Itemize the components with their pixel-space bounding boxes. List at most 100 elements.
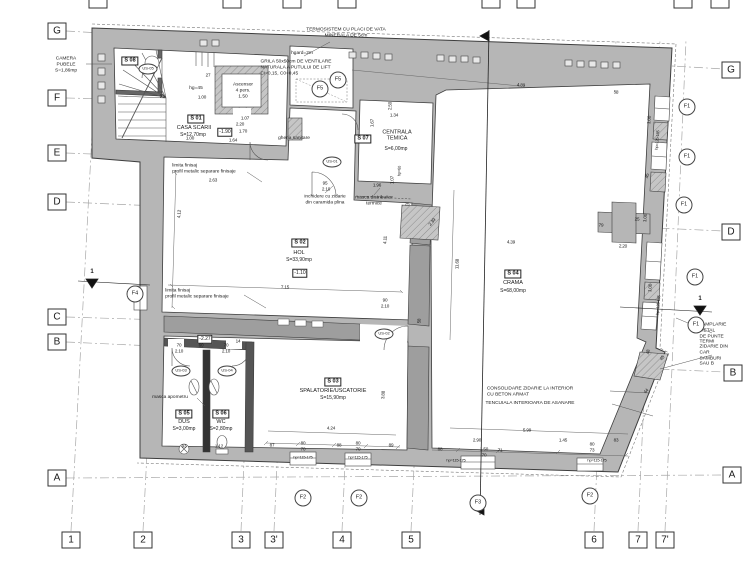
dimension-31: 60 xyxy=(198,342,204,348)
grid-marker-top-7 xyxy=(710,0,730,9)
grid-marker-3: 3 xyxy=(231,531,251,549)
room-id-S03: S 03 xyxy=(324,377,342,387)
room-id-S05: S 05 xyxy=(175,409,193,419)
dimension-14: 1.00 xyxy=(197,94,207,100)
dimension-2: 4.39 xyxy=(506,239,516,245)
dimension-58: hp=115-175 xyxy=(587,457,607,463)
window-tag-F1: F1 xyxy=(675,196,693,214)
room-name-S07: CENTRALA TEMICA xyxy=(382,129,412,142)
dimension-68: 1.00 xyxy=(647,283,653,293)
dimension-3: 2.20 xyxy=(618,243,628,249)
room-name-S06: WC xyxy=(216,418,226,425)
dimension-33: 2.10 xyxy=(221,348,231,354)
grid-marker-4: 4 xyxy=(332,531,352,549)
dimension-18: 1.64 xyxy=(228,137,238,143)
dimension-51: hp=115-175 xyxy=(446,457,466,463)
dimension-47: 88 xyxy=(437,446,443,452)
dimension-62: 25 xyxy=(634,216,640,222)
dimension-13: 27 xyxy=(205,72,211,78)
annotation-1: TERMOSISTEM CU PLACI DE VATA MINERALA DE… xyxy=(306,27,386,38)
grid-marker-2: 2 xyxy=(133,531,153,549)
grid-marker-G: G xyxy=(721,61,741,79)
window-tag-F4: F4 xyxy=(126,285,144,303)
grid-marker-1: 1 xyxy=(61,531,81,549)
dimension-20: 2.63 xyxy=(208,177,218,183)
dimension-67: 1.00 xyxy=(642,213,648,223)
dimension-lines xyxy=(167,69,629,458)
grid-marker-top-4 xyxy=(481,0,501,9)
door-tag-US-05: US-05 xyxy=(138,63,158,75)
window-tag-F2: F2 xyxy=(581,487,599,505)
dimension-48: 2.90 xyxy=(472,437,482,443)
dimension-55: 80 xyxy=(589,441,595,447)
room-id-S01: S 01 xyxy=(187,114,205,124)
room-id-S02: S 02 xyxy=(291,238,309,248)
door-tag-US-02: US-02 xyxy=(374,328,394,340)
room-name-S02: HOL xyxy=(293,249,305,256)
grid-marker-G: G xyxy=(47,22,67,40)
dimension-36: 1.12 xyxy=(214,443,224,449)
grid-marker-top-2 xyxy=(282,0,302,9)
dimension-66: 45 xyxy=(644,173,650,179)
level-tag--1.90: -1.90 xyxy=(217,127,233,137)
dimension-1: 58 xyxy=(613,89,619,95)
dimension-38: 87 xyxy=(269,442,275,448)
grid-marker-top-1 xyxy=(222,0,242,9)
grid-marker-6: 6 xyxy=(584,531,604,549)
door-tag-US-01: US-01 xyxy=(322,156,342,168)
door-tag-US-03: US-03 xyxy=(171,365,191,377)
dimension-22: 4.11 xyxy=(382,235,388,245)
dimension-46: 89 xyxy=(388,442,394,448)
dimension-26: 2.10 xyxy=(380,303,390,309)
room-id-S08: S 08 xyxy=(121,56,139,66)
window-tag-F3: F3 xyxy=(469,494,487,512)
dimension-30: 2.10 xyxy=(174,348,184,354)
dimension-44: 70 xyxy=(355,446,361,452)
dimension-5: 1.34 xyxy=(389,112,399,118)
annotation-12: TENCUIALA INTERIOARA DE ASANARE xyxy=(485,401,575,407)
dimension-42: 88 xyxy=(336,442,342,448)
dimension-21: 4.12 xyxy=(176,209,182,219)
grid-marker-A: A xyxy=(47,469,67,487)
annotation-8: ghena sanitare xyxy=(278,136,310,142)
annotation-7: masca distribuitor termice xyxy=(355,195,393,206)
dimension-54: 1.45 xyxy=(558,437,568,443)
room-area-S03: S=15,90mp xyxy=(320,395,346,401)
dimension-49: 1.50 xyxy=(479,446,489,452)
window-tag-F1: F1 xyxy=(686,268,704,286)
grid-marker-top-6 xyxy=(673,0,693,9)
dimension-19: 1.00 xyxy=(185,135,195,141)
grid-marker-B: B xyxy=(47,333,67,351)
dimension-70: 48 xyxy=(645,349,651,355)
room-interiors xyxy=(113,45,651,455)
dimension-6: 1.67 xyxy=(369,118,375,128)
window-tag-F5: F5 xyxy=(329,71,347,89)
annotation-2: hgard=2m xyxy=(291,51,313,57)
dimension-24: 11.68 xyxy=(454,258,460,270)
grid-marker-B: B xyxy=(723,364,743,382)
dimension-64: 1.00 xyxy=(646,115,652,125)
annotation-14: ZIDARIE DIN CAR SAMBURI SAU B xyxy=(699,344,729,367)
dimension-41: hp=115-175 xyxy=(293,454,313,460)
window-tag-F1: F1 xyxy=(687,316,705,334)
dimension-56: 73 xyxy=(589,447,595,453)
wall-grille-squares xyxy=(97,39,621,104)
dimension-11: hp=60 xyxy=(396,165,402,177)
room-area-S05: S=3,00mp xyxy=(172,426,196,432)
section-cut-label-1: 1 xyxy=(698,296,702,302)
dimension-27: 58 xyxy=(416,318,422,324)
grid-marker-D: D xyxy=(47,193,67,211)
dimension-39: 80 xyxy=(300,440,306,446)
annotation-11: CONSOLIDARE ZIDARIE LA INTERIOR CU BETON… xyxy=(486,386,574,397)
dimension-16: 2.20 xyxy=(235,121,245,127)
window-tag-F2: F2 xyxy=(350,489,368,507)
room-name-S01: CASA SCARII xyxy=(176,124,212,131)
dimension-29: 70 xyxy=(176,342,182,348)
dimension-57: 83 xyxy=(613,437,619,443)
dimension-50: 70 xyxy=(481,452,487,458)
interior-walls xyxy=(115,49,669,453)
dimension-12: 93 xyxy=(159,93,165,99)
dimension-52: 71 xyxy=(497,447,503,453)
